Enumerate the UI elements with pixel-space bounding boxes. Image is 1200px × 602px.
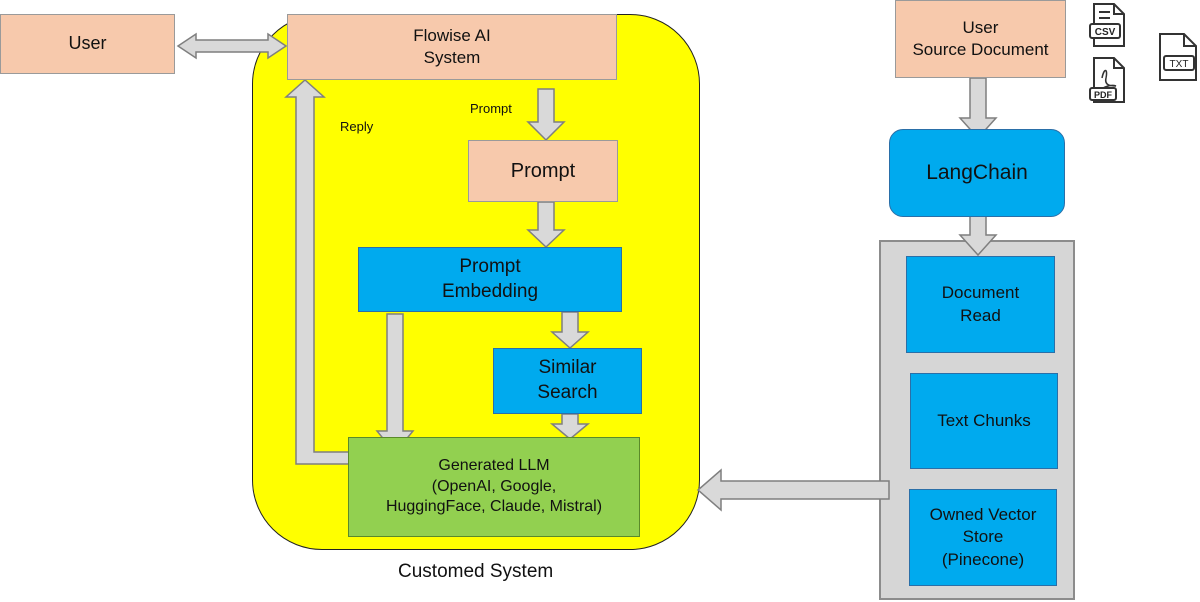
- embedding-to-search-arrow: [550, 311, 590, 350]
- generated-llm-label: Generated LLM (OpenAI, Google, HuggingFa…: [385, 456, 603, 516]
- document-read-label: Document Read: [941, 283, 1020, 325]
- source-to-langchain-arrow: [958, 77, 998, 140]
- similar-search-box: Similar Search: [493, 348, 642, 414]
- txt-icon-text: TXT: [1170, 59, 1189, 70]
- pdf-icon-text: PDF: [1094, 90, 1113, 100]
- text-chunks-label: Text Chunks: [937, 410, 1031, 430]
- user-box: User: [0, 14, 175, 74]
- search-to-llm-arrow: [549, 413, 591, 440]
- reply-edge-label: Reply: [340, 119, 374, 134]
- vectorstore-to-llm-arrow: [696, 468, 890, 512]
- langchain-box: LangChain: [889, 129, 1065, 217]
- prompt-box-label: Prompt: [510, 160, 576, 182]
- flowise-to-prompt-arrow: [526, 88, 566, 142]
- prompt-box: Prompt: [468, 140, 618, 202]
- generated-llm-box: Generated LLM (OpenAI, Google, HuggingFa…: [348, 437, 640, 537]
- vector-store-label: Owned Vector Store (Pinecone): [929, 505, 1037, 569]
- csv-icon-text: CSV: [1095, 27, 1116, 38]
- prompt-edge-label: Prompt: [470, 101, 512, 116]
- customed-system-label: Customed System: [398, 561, 554, 582]
- prompt-embedding-label: Prompt Embedding: [441, 255, 539, 302]
- user-label: User: [68, 33, 107, 54]
- csv-file-icon: CSV: [1089, 3, 1125, 47]
- user-source-document-label: User Source Document: [912, 17, 1049, 59]
- embedding-to-llm-arrow: [375, 313, 415, 455]
- reply-arrow: [284, 78, 358, 465]
- langchain-label: LangChain: [926, 161, 1028, 185]
- similar-search-label: Similar Search: [537, 357, 598, 403]
- flowise-ai-system-label: Flowise AI System: [413, 25, 491, 67]
- user-source-document-box: User Source Document: [895, 0, 1066, 78]
- document-read-box: Document Read: [906, 256, 1055, 353]
- flowise-ai-system-box: Flowise AI System: [287, 14, 617, 80]
- vector-store-box: Owned Vector Store (Pinecone): [909, 489, 1057, 586]
- prompt-to-embedding-arrow: [526, 201, 566, 249]
- txt-file-icon: TXT: [1159, 33, 1197, 81]
- user-flowise-double-arrow: [176, 32, 288, 60]
- prompt-embedding-box: Prompt Embedding: [358, 247, 622, 312]
- pdf-file-icon: PDF: [1089, 57, 1125, 103]
- text-chunks-box: Text Chunks: [910, 373, 1058, 469]
